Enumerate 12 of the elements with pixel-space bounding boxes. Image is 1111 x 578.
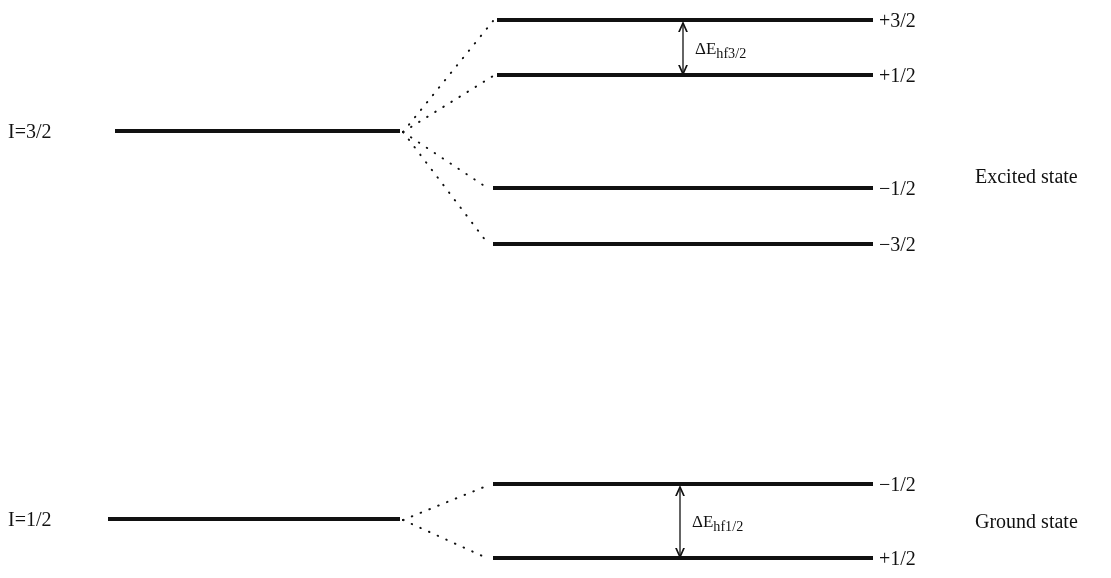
level-label: +1/2 — [879, 546, 916, 571]
level-label: I=1/2 — [8, 507, 52, 532]
double-arrow — [675, 486, 685, 558]
level-label: I=3/2 — [8, 119, 52, 144]
state-label: Ground state — [975, 509, 1078, 534]
level-label: +1/2 — [879, 63, 916, 88]
level-label: +3/2 — [879, 8, 916, 33]
level-label: −3/2 — [879, 232, 916, 257]
level-label: −1/2 — [879, 472, 916, 497]
state-label: Excited state — [975, 164, 1078, 189]
double-arrow — [678, 22, 688, 75]
level-label: −1/2 — [879, 176, 916, 201]
